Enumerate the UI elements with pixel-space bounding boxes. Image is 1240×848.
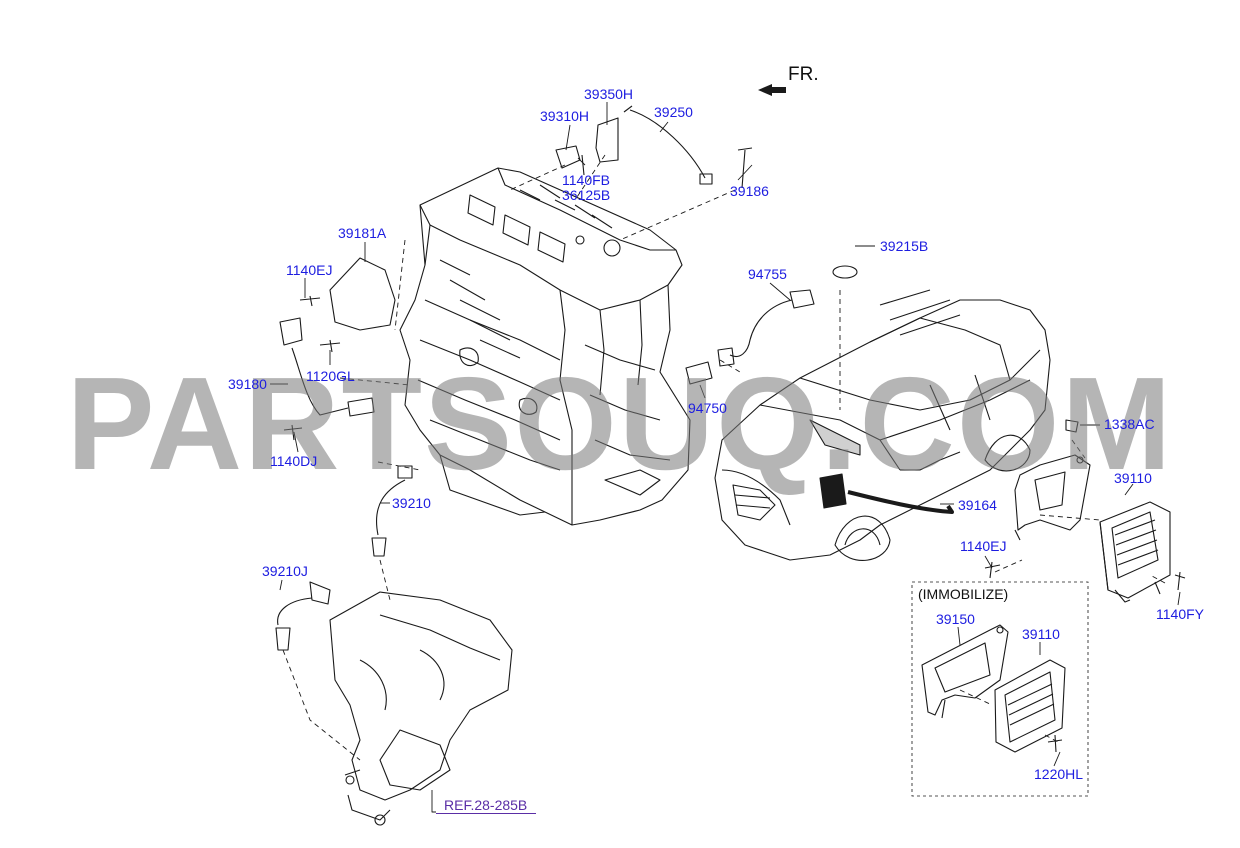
ecm-bracket-39164 — [1014, 419, 1091, 541]
part-label-39180[interactable]: 39180 — [228, 376, 267, 392]
part-label-39250[interactable]: 39250 — [654, 104, 693, 120]
immobilizer-group-box — [911, 581, 1089, 797]
part-label-39164[interactable]: 39164 — [958, 497, 997, 513]
part-label-1140FB[interactable]: 1140FB — [562, 172, 610, 188]
part-label-1220HL[interactable]: 1220HL — [1034, 766, 1084, 782]
front-direction-label: FR. — [788, 64, 819, 85]
reference-link-underline — [436, 813, 536, 814]
part-label-39210[interactable]: 39210 — [392, 495, 431, 511]
part-label-36125B[interactable]: 36125B — [562, 187, 611, 203]
camshaft-sensor-parts — [555, 105, 753, 189]
part-label-1140FY[interactable]: 1140FY — [1156, 606, 1204, 622]
part-label-39110-ecm[interactable]: 39110 — [1114, 470, 1152, 486]
part-label-39310H[interactable]: 39310H — [540, 108, 590, 124]
knock-sensor-parts — [279, 257, 396, 441]
part-label-1140EJ-bracket[interactable]: 1140EJ — [960, 538, 1007, 554]
part-label-39150[interactable]: 39150 — [936, 611, 975, 627]
part-label-39110-immobilizer[interactable]: 39110 — [1022, 626, 1060, 642]
front-direction-arrow — [758, 84, 786, 96]
part-label-39210J[interactable]: 39210J — [262, 563, 308, 579]
immobilizer-ecm-39110 — [994, 659, 1066, 753]
crank-sensor-parts — [685, 265, 858, 385]
part-label-39186[interactable]: 39186 — [730, 183, 769, 199]
part-label-1338AC[interactable]: 1338AC — [1104, 416, 1155, 432]
leader-lines — [270, 102, 1181, 813]
part-label-1140DJ[interactable]: 1140DJ — [270, 453, 318, 469]
oxygen-sensor-39210 — [371, 465, 413, 557]
ecm-module-39110 — [984, 501, 1186, 603]
part-label-39350H[interactable]: 39350H — [584, 86, 634, 102]
part-label-1120GL[interactable]: 1120GL — [306, 368, 355, 384]
part-label-39181A[interactable]: 39181A — [338, 225, 387, 241]
engine-block-illustration — [399, 167, 691, 526]
part-label-94755[interactable]: 94755 — [748, 266, 787, 282]
immobilizer-group-label: (IMMOBILIZE) — [918, 586, 1009, 602]
part-label-94750[interactable]: 94750 — [688, 400, 727, 416]
exhaust-manifold-illustration — [275, 581, 513, 826]
vehicle-illustration — [714, 289, 1051, 561]
immobilizer-bracket-39150 — [921, 624, 1009, 719]
part-label-1140EJ-engine[interactable]: 1140EJ — [286, 262, 333, 278]
part-label-39215B[interactable]: 39215B — [880, 238, 929, 254]
reference-link[interactable]: REF.28-285B — [444, 797, 528, 813]
